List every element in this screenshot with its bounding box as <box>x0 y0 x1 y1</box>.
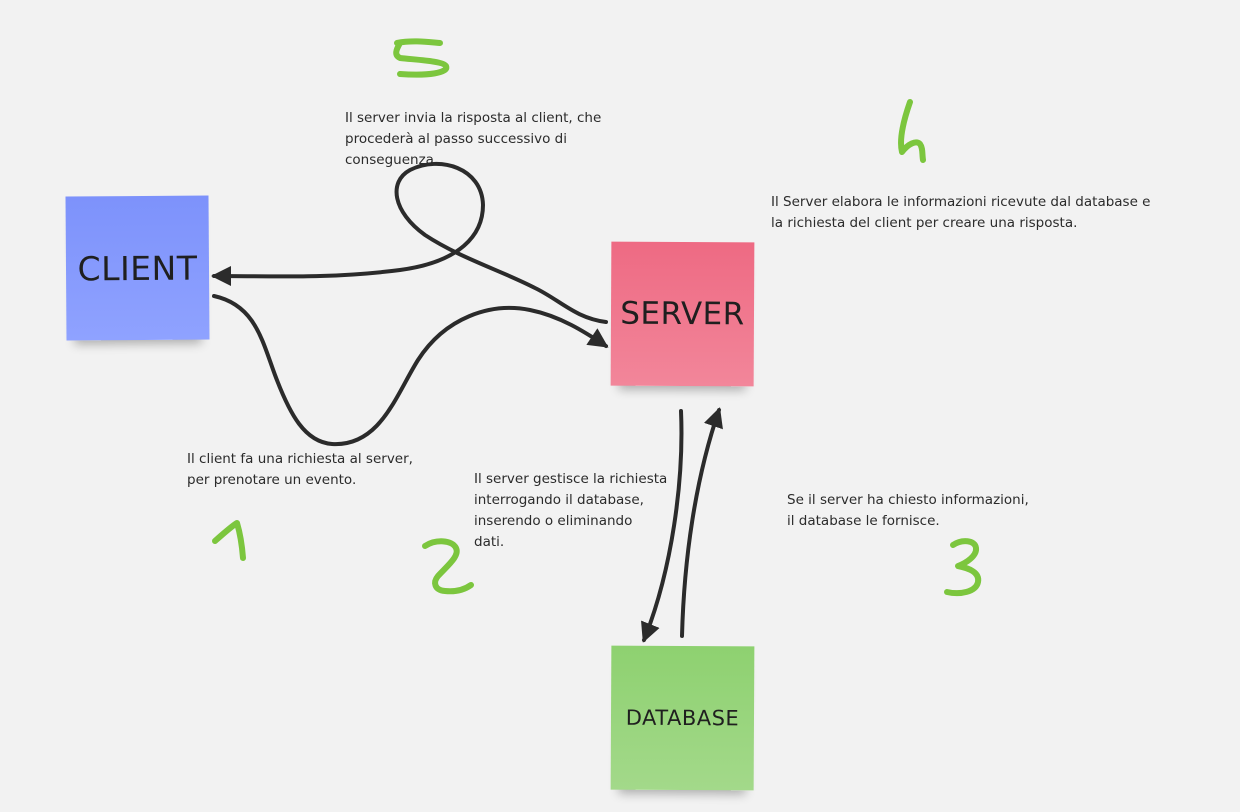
step1-caption[interactable]: Il client fa una richiesta al server, pe… <box>187 451 413 488</box>
arrow-server-to-database[interactable] <box>641 409 684 643</box>
arrow-server-to-client[interactable] <box>211 161 608 324</box>
step-number-3[interactable]: 3 <box>944 538 982 597</box>
arrow-client-to-server[interactable] <box>212 294 609 447</box>
arrow-database-to-server[interactable] <box>680 407 723 638</box>
step-number-4[interactable]: 4 <box>898 99 926 163</box>
step-number-2[interactable]: 2 <box>422 538 474 595</box>
step5-caption[interactable]: Il server invia la risposta al client, c… <box>345 110 602 168</box>
step4-caption[interactable]: Il Server elabora le informazioni ricevu… <box>771 194 1151 231</box>
step-number-1[interactable]: 1 <box>212 520 246 561</box>
step3-caption[interactable]: Se il server ha chiesto informazioni, il… <box>787 492 1029 529</box>
step2-caption[interactable]: Il server gestisce la richiesta interrog… <box>474 471 668 550</box>
step-number-5[interactable]: 5 <box>393 38 450 78</box>
